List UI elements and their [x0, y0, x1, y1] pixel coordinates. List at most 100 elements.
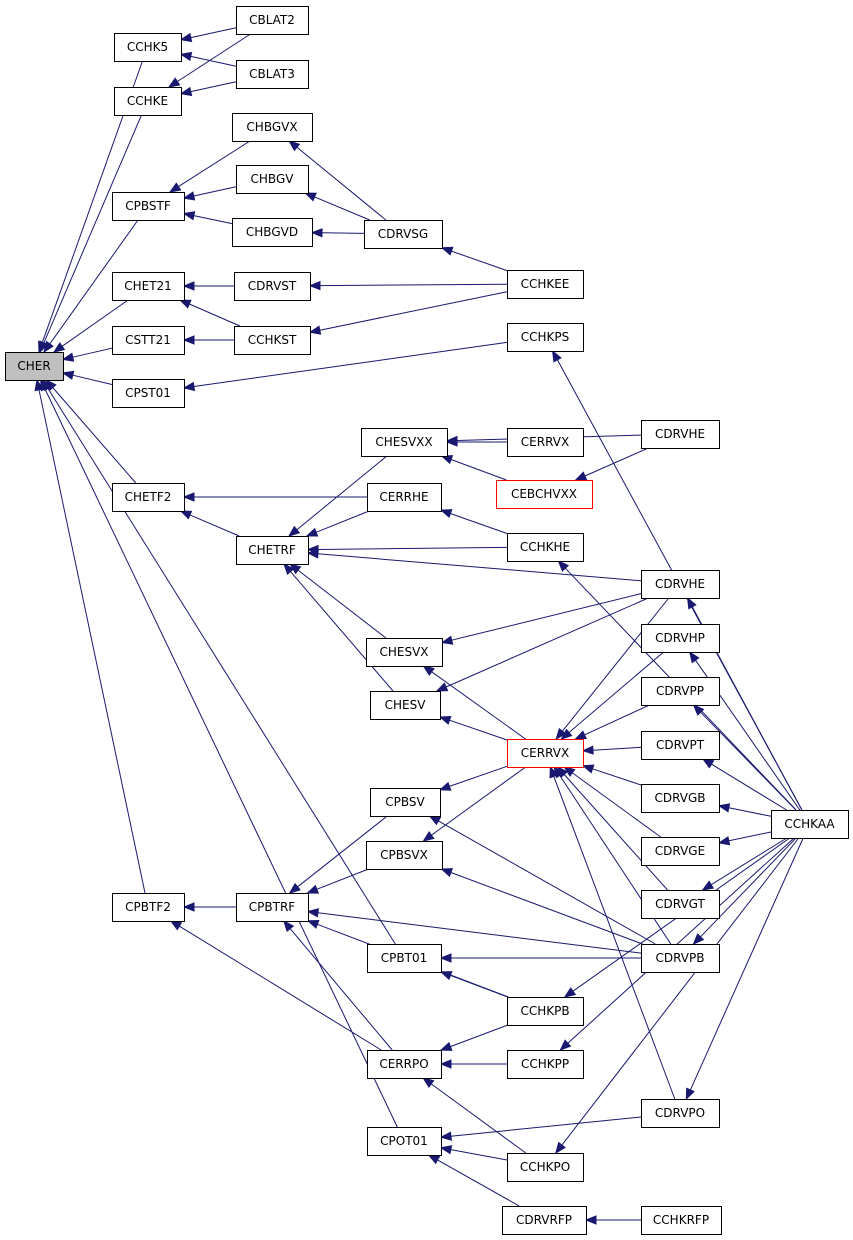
node-cpbtf2[interactable]: CPBTF2	[112, 893, 185, 922]
node-cdrvpb[interactable]: CDRVPB	[641, 944, 720, 973]
node-label: CCHKPS	[521, 330, 570, 344]
node-chesv[interactable]: CHESV	[370, 691, 441, 720]
edge-cchkee-to-cdrvsg	[440, 246, 508, 272]
edge-cdrvhe-to-chesvx	[440, 593, 642, 645]
node-cdrvsg[interactable]: CDRVSG	[364, 220, 443, 249]
node-cpbtrf[interactable]: CPBTRF	[236, 893, 309, 922]
node-label: CCHKST	[248, 333, 297, 347]
node-cblat2[interactable]: CBLAT2	[236, 6, 309, 35]
node-cdrvst[interactable]: CDRVST	[234, 272, 311, 301]
node-cchkrfp[interactable]: CCHKRFP	[641, 1206, 722, 1235]
edge-cchkpb-to-cpbt01	[439, 971, 508, 998]
node-cdrvrfp[interactable]: CDRVRFP	[502, 1206, 587, 1235]
arrowhead-icon	[439, 1131, 452, 1141]
node-label: CHESV	[385, 698, 427, 712]
arrowhead-icon	[439, 1059, 452, 1069]
node-box	[114, 33, 182, 62]
node-cpbstf[interactable]: CPBSTF	[112, 192, 185, 221]
edge-cpbsvx-to-cpbtrf	[306, 868, 369, 894]
node-cerrpo[interactable]: CERRPO	[367, 1050, 442, 1079]
arrowhead-icon	[692, 933, 705, 945]
edge-chbgv-to-cpbstf	[182, 186, 237, 201]
edge-chetrf-to-chetf2	[179, 510, 240, 537]
node-label: CCHK5	[127, 40, 168, 54]
edge-cdrvpo-to-cerrvx	[549, 765, 676, 1100]
edge-cerrpo-to-cpbtf2	[169, 920, 382, 1051]
edge-cpot01-to-cher	[40, 378, 398, 1128]
arrowhead-icon	[308, 325, 322, 335]
edge-chbgvx-to-cpbstf	[168, 140, 251, 193]
node-cerrvx[interactable]: CERRVX	[507, 739, 584, 768]
node-cdrvpo[interactable]: CDRVPO	[641, 1099, 720, 1128]
node-cpst01[interactable]: CPST01	[112, 379, 185, 408]
node-chet21[interactable]: CHET21	[112, 272, 185, 301]
node-cerrhe[interactable]: CERRHE	[367, 483, 442, 512]
arrowhead-icon	[288, 525, 301, 537]
node-cpbsvx[interactable]: CPBSVX	[366, 841, 443, 870]
arrowhead-icon	[574, 730, 587, 740]
node-chesvxx[interactable]: CHESVXX	[361, 428, 448, 457]
node-cdrvpt[interactable]: CDRVPT	[641, 731, 720, 760]
node-cdrvhe[interactable]: CDRVHE	[641, 570, 720, 599]
node-label: CPBSVX	[380, 848, 428, 862]
node-label: CCHKHE	[520, 540, 570, 554]
edge-cpst01-to-cher	[61, 370, 113, 385]
node-chbgv[interactable]: CHBGV	[236, 165, 309, 194]
node-box	[367, 944, 442, 973]
node-label: CDRVRFP	[516, 1213, 572, 1227]
node-chetf2[interactable]: CHETF2	[112, 483, 185, 512]
arrowhead-icon	[551, 349, 562, 363]
node-chbgvd[interactable]: CHBGVD	[232, 218, 313, 247]
arrowhead-icon	[439, 1145, 453, 1155]
edge-cpbtrf-to-cpbtf2	[182, 902, 236, 912]
node-box	[236, 60, 309, 89]
arrowhead-icon	[428, 815, 442, 826]
edge-cchkpo-to-cerrpo	[422, 1077, 527, 1154]
node-cchk5[interactable]: CCHK5	[114, 33, 182, 62]
node-cstt21[interactable]: CSTT21	[112, 326, 185, 355]
node-cdrvhe-top[interactable]: CDRVHE	[641, 420, 720, 449]
node-cpot01[interactable]: CPOT01	[367, 1127, 442, 1156]
node-cchkps[interactable]: CCHKPS	[507, 323, 584, 352]
node-label: CHET21	[124, 279, 172, 293]
node-cchkaa[interactable]: CCHKAA	[771, 810, 849, 839]
node-cchkpo[interactable]: CCHKPO	[507, 1153, 584, 1182]
node-cdrvpp[interactable]: CDRVPP	[641, 677, 720, 706]
node-cpbt01[interactable]: CPBT01	[367, 944, 442, 973]
node-cdrvgt[interactable]: CDRVGT	[641, 890, 720, 919]
node-label: CSTT21	[125, 333, 171, 347]
node-box	[367, 1050, 442, 1079]
node-cher[interactable]: CHER	[5, 352, 64, 381]
node-cdrvhp[interactable]: CDRVHP	[641, 624, 720, 653]
node-cblat3[interactable]: CBLAT3	[236, 60, 309, 89]
node-box	[234, 272, 311, 301]
arrowhead-icon	[584, 1215, 597, 1225]
node-label: CDRVGB	[654, 791, 705, 805]
edge-cchkaa-to-cchkpp	[559, 837, 795, 1051]
node-cerrvx-top[interactable]: CERRVX	[507, 428, 584, 457]
node-cchke[interactable]: CCHKE	[114, 87, 182, 116]
node-cdrvgb[interactable]: CDRVGB	[641, 784, 720, 813]
node-cchkpb[interactable]: CCHKPB	[507, 997, 584, 1026]
arrowhead-icon	[61, 370, 75, 380]
node-box	[641, 731, 720, 760]
node-label: CDRVPO	[655, 1106, 705, 1120]
arrowhead-icon	[40, 378, 50, 392]
node-cpbsv[interactable]: CPBSV	[370, 788, 441, 817]
edge-cchkst-to-cstt21	[182, 335, 234, 345]
node-cchkhe[interactable]: CCHKHE	[507, 533, 584, 562]
node-chbgvx[interactable]: CHBGVX	[232, 113, 313, 142]
node-cebchvxx[interactable]: CEBCHVXX	[496, 480, 593, 509]
edge-cdrvhp-to-cerrvx	[560, 651, 664, 740]
node-label: CEBCHVXX	[511, 487, 577, 501]
node-box	[502, 1206, 587, 1235]
node-cchkpp[interactable]: CCHKPP	[507, 1050, 584, 1079]
node-cchkst[interactable]: CCHKST	[234, 326, 311, 355]
node-box	[112, 192, 185, 221]
node-cchkee[interactable]: CCHKEE	[507, 270, 584, 299]
node-cdrvge[interactable]: CDRVGE	[641, 837, 720, 866]
node-label: CERRVX	[521, 746, 569, 760]
node-chetrf[interactable]: CHETRF	[236, 536, 309, 565]
node-chesvx[interactable]: CHESVX	[366, 638, 443, 667]
arrowhead-icon	[178, 299, 192, 309]
